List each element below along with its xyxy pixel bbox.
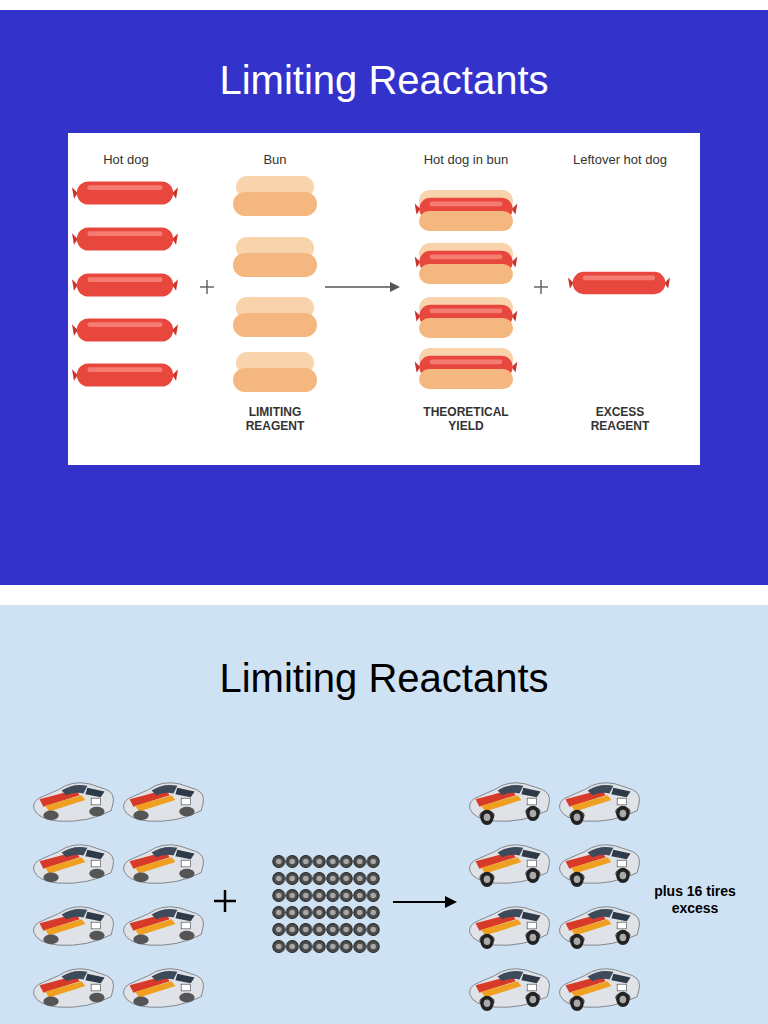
- slide-background: [0, 10, 768, 585]
- slide-title: Limiting Reactants: [34, 56, 734, 104]
- leftover-hot-dog: [568, 272, 670, 294]
- hot-dogs-in-buns: [415, 190, 518, 389]
- hot-dogs: [72, 181, 178, 386]
- role-label: LIMITING REAGENT: [230, 405, 320, 434]
- slide-title: Limiting Reactants: [34, 654, 734, 702]
- reaction-arrow: [325, 286, 398, 288]
- column-label: Hot dog: [71, 152, 181, 168]
- reaction-arrow: [393, 901, 455, 903]
- column-label: Bun: [225, 152, 325, 168]
- column-label: Leftover hot dog: [555, 152, 685, 168]
- slide-background: [0, 605, 768, 1024]
- role-label: THEORETICAL YIELD: [416, 405, 516, 434]
- illustration-panel: [68, 133, 700, 465]
- role-label: EXCESS REAGENT: [575, 405, 665, 434]
- buns: [233, 176, 317, 392]
- plus-sign: [200, 280, 214, 294]
- finished-cars: [470, 783, 640, 1011]
- excess-note: plus 16 tires excess: [645, 883, 745, 917]
- plus-sign: [214, 890, 236, 912]
- car-bodies: [34, 783, 204, 1008]
- tire-grid: [272, 853, 380, 955]
- column-label: Hot dog in bun: [401, 152, 531, 168]
- plus-sign: [534, 280, 548, 294]
